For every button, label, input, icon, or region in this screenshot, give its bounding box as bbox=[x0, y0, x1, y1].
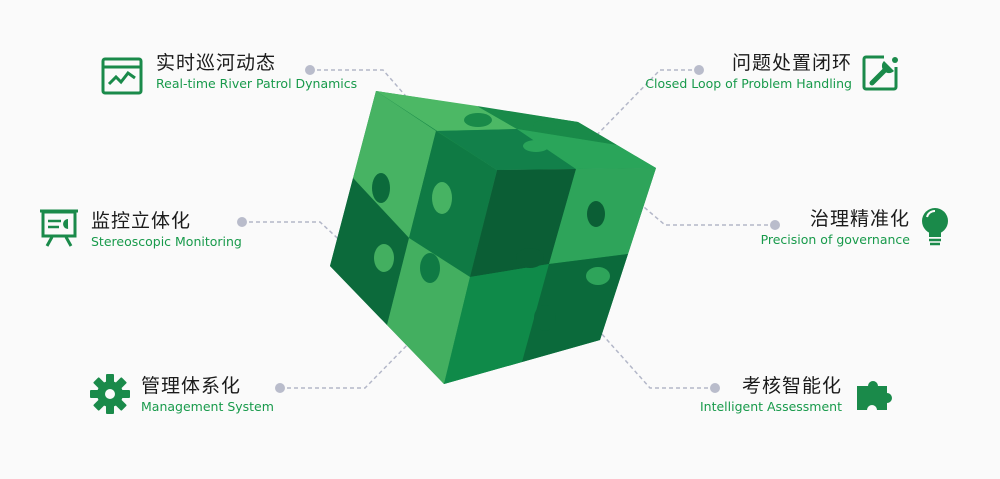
feature-subtitle: Real-time River Patrol Dynamics bbox=[156, 76, 358, 91]
feature-subtitle: Management System bbox=[141, 399, 274, 414]
cube-top-face bbox=[376, 91, 656, 170]
feature-subtitle: Closed Loop of Problem Handling bbox=[645, 76, 852, 91]
cube-right-face bbox=[444, 168, 656, 384]
lightbulb-icon bbox=[913, 204, 957, 248]
feature-title: 实时巡河动态 bbox=[156, 52, 277, 74]
feature-title: 考核智能化 bbox=[741, 375, 842, 397]
gear-icon bbox=[88, 372, 132, 416]
feature-title: 管理体系化 bbox=[141, 375, 242, 397]
feature-management: 管理体系化 Management System bbox=[141, 374, 274, 415]
feature-title: 问题处置闭环 bbox=[731, 52, 852, 74]
connector-closed-loop bbox=[591, 69, 699, 141]
puzzle-cube bbox=[330, 91, 656, 384]
cube-left-face bbox=[330, 91, 497, 384]
connector-monitoring bbox=[242, 221, 349, 249]
feature-assessment: 考核智能化 Intelligent Assessment bbox=[700, 374, 842, 415]
feature-governance: 治理精准化 Precision of governance bbox=[761, 207, 910, 248]
feature-subtitle: Intelligent Assessment bbox=[699, 399, 842, 414]
feature-title: 监控立体化 bbox=[91, 210, 192, 232]
feature-subtitle: Stereoscopic Monitoring bbox=[91, 234, 242, 249]
puzzle-piece-icon bbox=[853, 372, 897, 416]
feature-patrol: 实时巡河动态 Real-time River Patrol Dynamics bbox=[156, 51, 357, 92]
feature-monitoring: 监控立体化 Stereoscopic Monitoring bbox=[91, 209, 242, 250]
feature-closed-loop: 问题处置闭环 Closed Loop of Problem Handling bbox=[645, 51, 852, 92]
connector-assessment bbox=[591, 322, 715, 389]
connector-dots bbox=[237, 65, 780, 393]
feature-title: 治理精准化 bbox=[809, 208, 910, 230]
connector-management bbox=[280, 331, 421, 389]
wrench-icon bbox=[860, 51, 904, 95]
connector-governance bbox=[637, 201, 775, 226]
chart-monitor-icon bbox=[100, 54, 144, 98]
presentation-board-icon bbox=[37, 206, 81, 250]
feature-subtitle: Precision of governance bbox=[760, 232, 910, 247]
